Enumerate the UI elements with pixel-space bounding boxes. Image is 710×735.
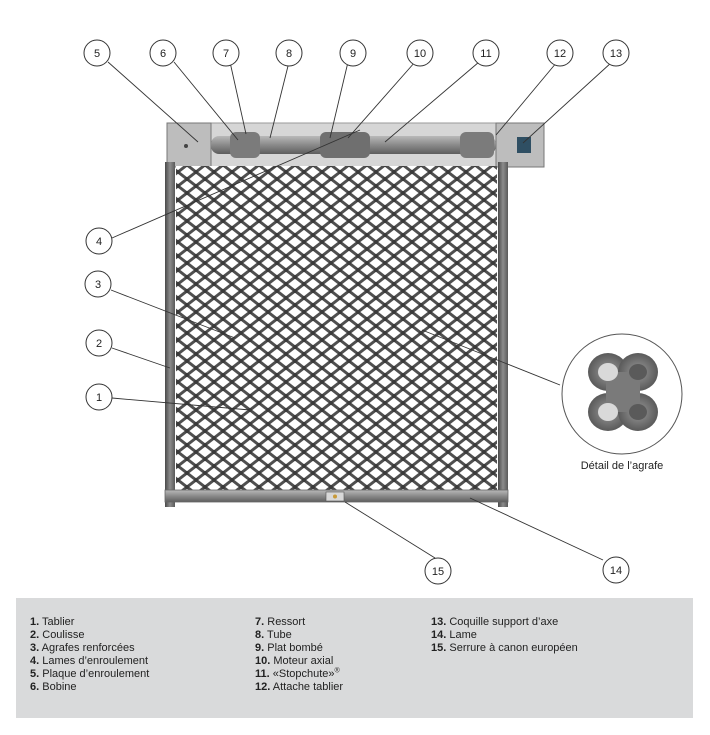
callout-12-circle [546, 39, 574, 67]
leader-lines [107, 61, 613, 561]
callout-12: 12 [554, 48, 566, 60]
detail-caption: Détail de l’agrafe [581, 460, 664, 472]
callout-5: 5 [94, 48, 100, 60]
left-guide-rail [165, 162, 175, 507]
callout-9-circle [339, 39, 367, 67]
callout-13-circle [602, 39, 630, 67]
callout-9: 9 [350, 48, 356, 60]
axial-motor [320, 132, 370, 158]
axle-end [517, 137, 531, 153]
callout-8: 8 [286, 48, 292, 60]
legend-item: 9. Plat bombé [255, 642, 323, 654]
legend-item: 1. Tablier [30, 616, 75, 628]
legend-item: 7. Ressort [255, 616, 306, 628]
callout-6-circle [149, 39, 177, 67]
legend-column-1: 1. Tablier 2. Coulisse 3. Agrafes renfor… [30, 616, 149, 694]
legend-column-2: 7. Ressort 8. Tube 9. Plat bombé 10. Mot… [255, 616, 343, 694]
legend-item: 10. Moteur axial [255, 655, 334, 667]
callout-7-circle [212, 39, 240, 67]
callout-3: 3 [95, 279, 101, 291]
legend-item: 2. Coulisse [30, 629, 85, 641]
callout-2: 2 [96, 338, 102, 350]
callout-1-circle [85, 383, 113, 411]
callout-1: 1 [96, 392, 102, 404]
clip-detail [561, 333, 683, 455]
legend-item: 8. Tube [255, 629, 292, 641]
callout-4-circle [85, 227, 113, 255]
legend-item: 14. Lame [431, 629, 477, 641]
callout-14: 14 [610, 565, 622, 577]
callout-15: 15 [432, 566, 444, 578]
legend-item: 12. Attache tablier [255, 681, 344, 693]
legend-item: 4. Lames d’enroulement [30, 655, 149, 667]
callout-13: 13 [610, 48, 622, 60]
legend-item: 6. Bobine [30, 681, 77, 693]
rolling-grille-diagram: Détail de l’agrafe 5 6 7 8 9 10 11 12 13… [83, 39, 683, 585]
legend-item: 5. Plaque d’enroulement [30, 668, 150, 680]
callout-8-circle [275, 39, 303, 67]
legend-item: 11. «Stopchute»® [255, 667, 340, 680]
legend-item: 15. Serrure à canon européen [431, 642, 578, 654]
legend-item: 13. Coquille support d’axe [431, 616, 559, 628]
callout-10-circle [406, 39, 434, 67]
callout-11: 11 [480, 48, 491, 60]
callout-11-circle [472, 39, 500, 67]
callout-3-circle [84, 270, 112, 298]
callout-15-circle [424, 557, 452, 585]
parts-legend: 1. Tablier 2. Coulisse 3. Agrafes renfor… [16, 598, 693, 718]
callout-4: 4 [96, 236, 102, 248]
legend-item: 3. Agrafes renforcées [30, 642, 135, 654]
legend-column-3: 13. Coquille support d’axe 14. Lame 15. … [431, 616, 578, 655]
callout-10: 10 [414, 48, 426, 60]
winding-plate [166, 122, 212, 168]
callout-5-circle [83, 39, 111, 67]
callout-2-circle [85, 329, 113, 357]
curtain-mesh [176, 166, 497, 492]
coil [230, 132, 260, 158]
callout-6: 6 [160, 48, 166, 60]
right-guide-rail [498, 162, 508, 507]
callout-7: 7 [223, 48, 229, 60]
roller-assembly [166, 122, 545, 168]
stopchute [460, 132, 494, 158]
callout-14-circle [602, 556, 630, 584]
